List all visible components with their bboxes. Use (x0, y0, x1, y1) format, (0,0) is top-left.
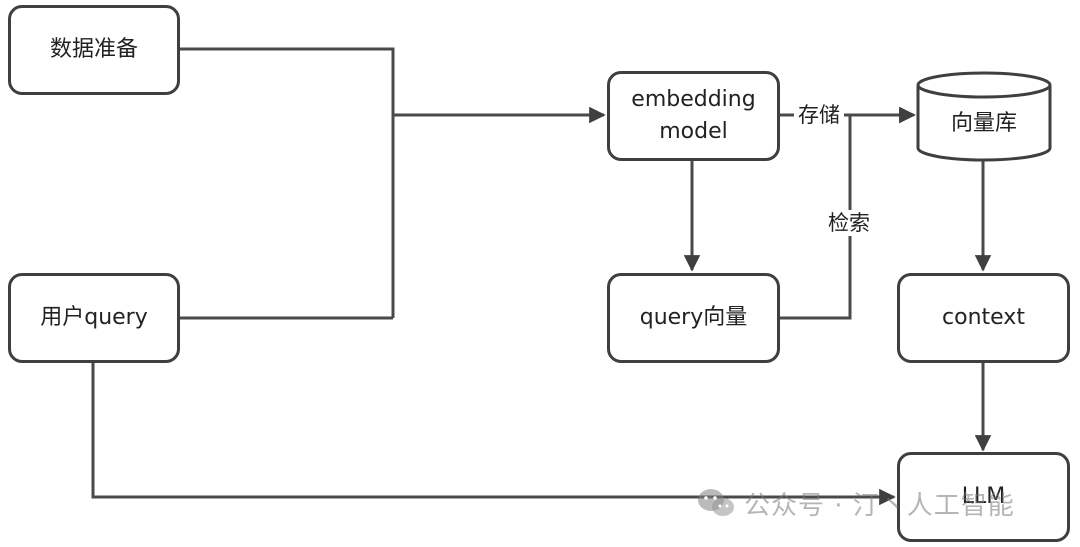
node-user-query: 用户query (8, 273, 180, 363)
node-context: context (897, 273, 1070, 363)
node-embedding-model-label: embedding model (631, 87, 756, 144)
node-llm-label: LLM (961, 484, 1006, 510)
vector-db-cylinder (916, 71, 1052, 162)
edge-label-store: 存储 (794, 102, 844, 128)
node-embedding-model: embedding model (607, 71, 780, 161)
node-llm: LLM (897, 452, 1070, 542)
edge-data-prep-to-junction (178, 47, 395, 318)
node-data-prep: 数据准备 (8, 5, 180, 95)
node-vector-db-label: 向量库 (950, 111, 1017, 136)
node-query-vector: query向量 (607, 273, 780, 363)
node-user-query-label: 用户query (40, 305, 148, 331)
edge-label-retrieve: 检索 (824, 210, 874, 236)
edge-user-query-to-llm (91, 362, 896, 506)
node-data-prep-label: 数据准备 (49, 37, 138, 63)
node-context-label: context (942, 305, 1025, 331)
node-query-vector-label: query向量 (639, 305, 748, 331)
